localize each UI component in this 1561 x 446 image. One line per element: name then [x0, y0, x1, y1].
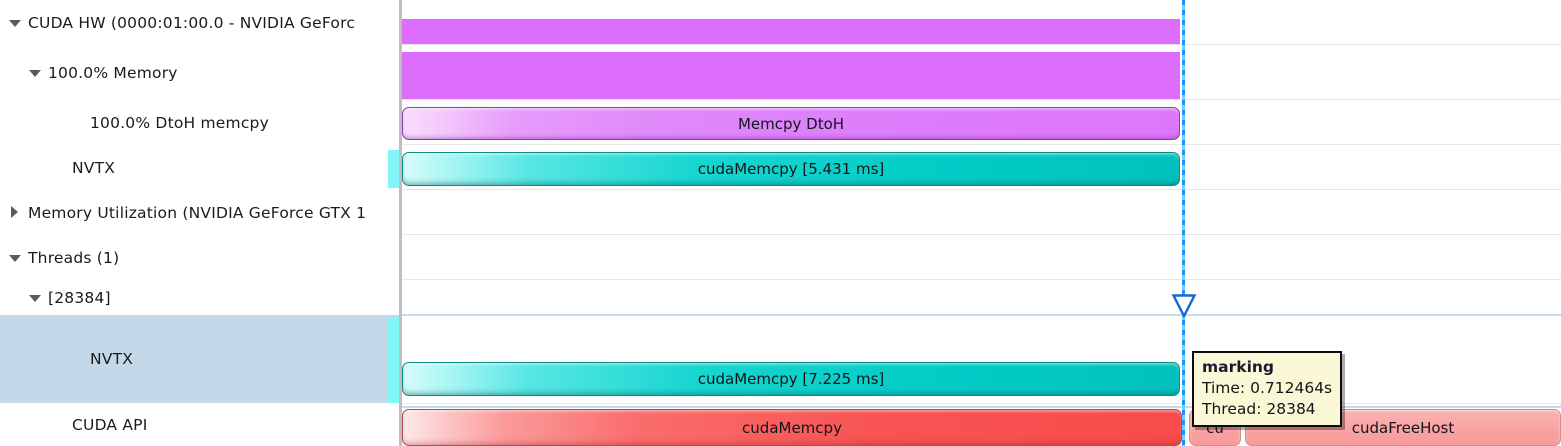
twisty-spacer-icon — [52, 161, 66, 175]
tooltip-time-value: 0.712464s — [1250, 379, 1333, 397]
tree-row-label: Threads (1) — [28, 248, 120, 267]
timeline-grid-line — [402, 144, 1561, 145]
timeline-grid-line — [402, 99, 1561, 100]
tree-row-thread-28384[interactable]: [28384] — [0, 280, 399, 315]
tooltip-time-row: Time: 0.712464s — [1202, 378, 1332, 399]
bar-label: Memcpy DtoH — [737, 114, 845, 133]
bar-label: cudaFreeHost — [1351, 418, 1455, 437]
tree-row-threads[interactable]: Threads (1) — [0, 235, 399, 280]
tree-row-memory-utilization[interactable]: Memory Utilization (NVIDIA GeForce GTX 1 — [0, 190, 399, 235]
tree-row-nvtx-gpu[interactable]: NVTX — [0, 145, 399, 190]
timeline-grid-line — [402, 279, 1561, 280]
chevron-down-icon[interactable] — [8, 16, 22, 30]
bar-nvtx-cudamemcpy-gpu[interactable]: cudaMemcpy [5.431 ms] — [402, 152, 1180, 186]
bar-nvtx-cudamemcpy-thread[interactable]: cudaMemcpy [7.225 ms] — [402, 362, 1180, 396]
bar-dtoh-memcpy-summary[interactable] — [402, 52, 1180, 99]
twisty-spacer-icon — [70, 116, 84, 130]
tooltip-thread-row: Thread: 28384 — [1202, 399, 1332, 420]
tooltip-title: marking — [1202, 358, 1275, 376]
tree-row-label: [28384] — [48, 288, 111, 307]
timeline-grid-line — [402, 234, 1561, 235]
chevron-right-icon[interactable] — [8, 205, 22, 220]
tree-row-label: Memory Utilization (NVIDIA GeForce GTX 1 — [28, 203, 367, 222]
bar-label: cudaMemcpy — [742, 418, 842, 437]
stub-nvtx-thread-overflow — [388, 317, 401, 403]
tree-row-memory[interactable]: 100.0% Memory — [0, 45, 399, 100]
timeline-tree-panel[interactable]: CUDA HW (0000:01:00.0 - NVIDIA GeForc 100… — [0, 0, 399, 446]
twisty-spacer-icon — [70, 352, 84, 366]
tree-row-label: 100.0% Memory — [48, 63, 178, 82]
chevron-down-icon[interactable] — [28, 291, 42, 305]
tooltip-thread-value: 28384 — [1266, 400, 1316, 418]
marker-tooltip: marking Time: 0.712464s Thread: 28384 — [1192, 351, 1343, 427]
timeline-grid-line — [402, 314, 1561, 316]
tree-row-label: CUDA API — [72, 415, 148, 434]
tree-row-label: NVTX — [72, 158, 116, 177]
timeline-grid-line — [402, 189, 1561, 190]
tree-row-dtoh-memcpy[interactable]: 100.0% DtoH memcpy — [0, 100, 399, 145]
bar-label: cudaMemcpy [7.225 ms] — [697, 370, 885, 388]
tree-row-label: 100.0% DtoH memcpy — [90, 113, 269, 132]
time-marker-line[interactable] — [1182, 0, 1185, 446]
tree-row-cuda-api[interactable]: CUDA API — [0, 403, 399, 446]
tooltip-time-label: Time: — [1202, 379, 1246, 397]
tree-row-label: CUDA HW (0000:01:00.0 - NVIDIA GeForc — [28, 13, 356, 32]
timeline-grid-line — [402, 403, 1561, 404]
timeline-canvas[interactable]: Memcpy DtoH cudaMemcpy [5.431 ms] cudaMemc… — [402, 0, 1561, 446]
timeline-grid-line — [402, 44, 1561, 45]
bar-memcpy-dtoh[interactable]: Memcpy DtoH — [402, 107, 1180, 140]
twisty-spacer-icon — [52, 418, 66, 432]
tree-row-nvtx-thread[interactable]: NVTX — [0, 315, 399, 403]
bar-label: cudaMemcpy [5.431 ms] — [697, 160, 885, 178]
chevron-down-icon[interactable] — [8, 251, 22, 265]
panel-divider[interactable] — [399, 0, 402, 446]
bar-memory-utilization-summary[interactable] — [402, 19, 1180, 44]
chevron-down-icon[interactable] — [28, 66, 42, 80]
stub-nvtx-gpu-overflow — [388, 150, 401, 188]
tree-row-label: NVTX — [90, 350, 134, 368]
bar-cuda-api-cudamemcpy[interactable]: cudaMemcpy — [402, 409, 1182, 446]
tooltip-thread-label: Thread: — [1202, 400, 1262, 418]
timeline-grid-line — [402, 406, 1561, 408]
tree-row-cuda-hw[interactable]: CUDA HW (0000:01:00.0 - NVIDIA GeForc — [0, 0, 399, 45]
